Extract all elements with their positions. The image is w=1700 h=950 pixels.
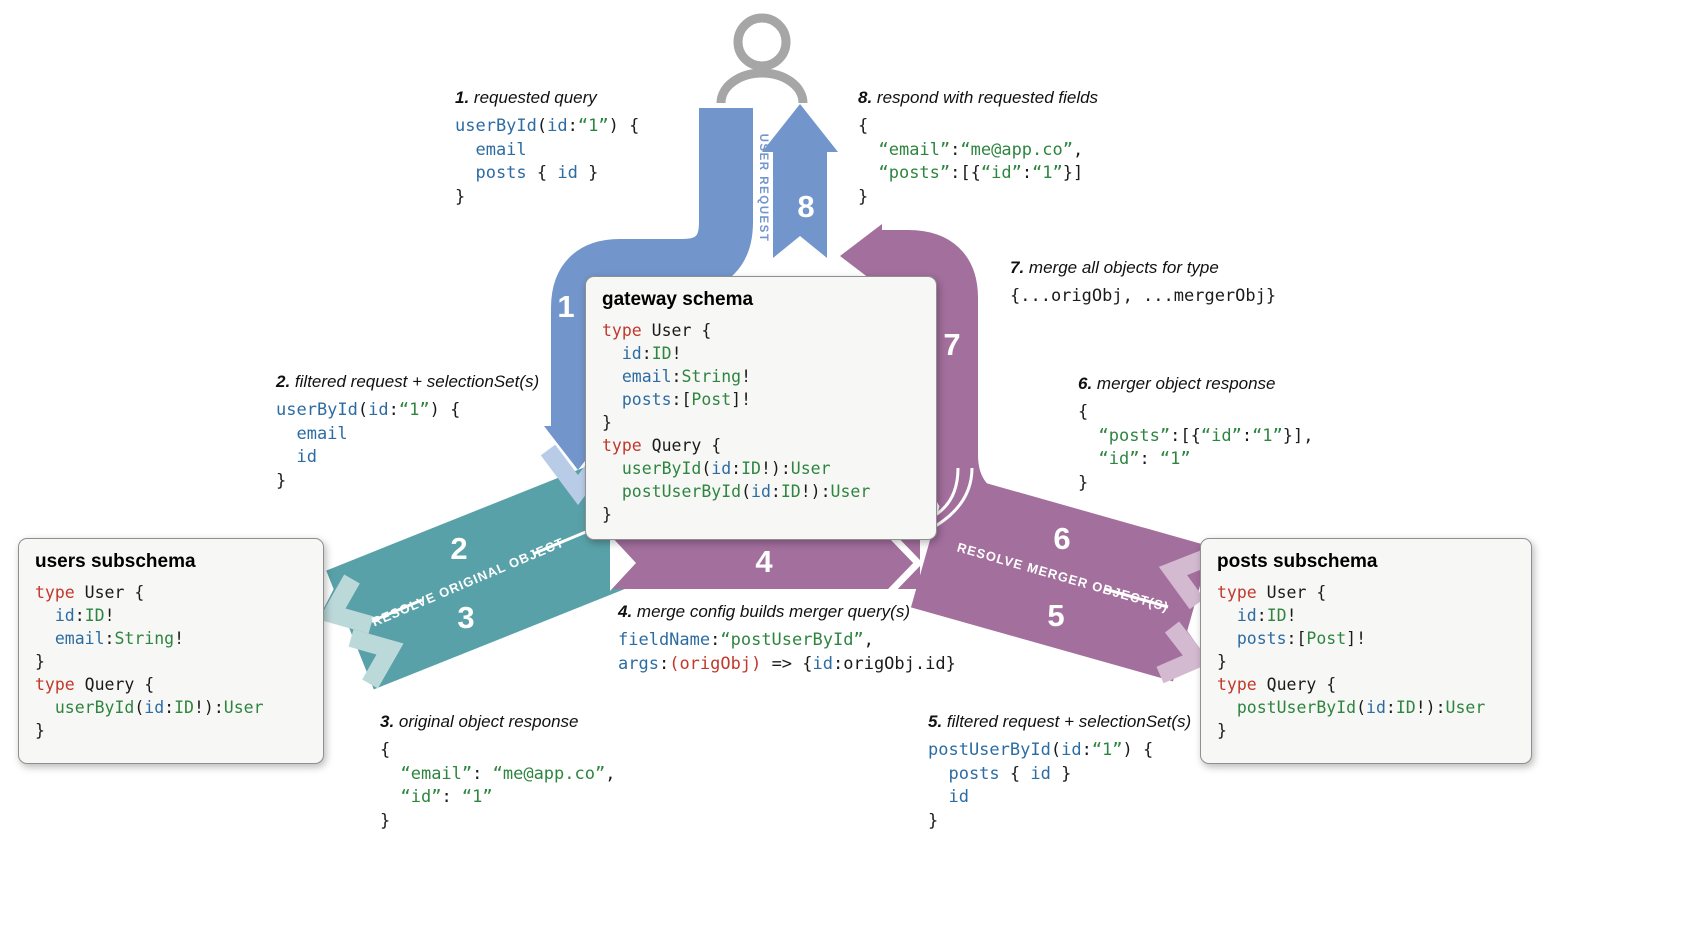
merger-lane-divider-3 bbox=[1104, 587, 1169, 609]
arrow-4-tail-notch bbox=[610, 535, 636, 591]
users-subschema-box: users subschema type User { id:ID! email… bbox=[18, 538, 324, 764]
annotation-8-label: respond with requested fields bbox=[876, 88, 1099, 107]
arrow-7-head bbox=[840, 224, 882, 288]
annotation-7-title: 7. merge all objects for type bbox=[1010, 258, 1276, 278]
annotation-5-number: 5. bbox=[928, 712, 943, 731]
users-subschema-title: users subschema bbox=[35, 551, 196, 572]
annotation-2-number: 2. bbox=[276, 372, 291, 391]
annotation-3-label: original object response bbox=[398, 712, 579, 731]
step-number-7: 7 bbox=[943, 327, 961, 362]
annotation-8-respond: 8. respond with requested fields { “emai… bbox=[858, 88, 1098, 209]
annotation-2-title: 2. filtered request + selectionSet(s) bbox=[276, 372, 539, 392]
annotation-2-code: userById(id:“1”) { email id} bbox=[276, 400, 461, 491]
arrow-8-band bbox=[773, 150, 827, 258]
posts-subschema-code: type User { id:ID! posts:[Post]!}type Qu… bbox=[1217, 583, 1486, 740]
annotation-3-code: { “email”: “me@app.co”, “id”: “1”} bbox=[380, 740, 616, 831]
arrow-4-head-gap bbox=[887, 531, 923, 595]
annotation-6-label: merger object response bbox=[1096, 374, 1276, 393]
user-icon-shoulders bbox=[716, 68, 808, 104]
annotation-4-label: merge config builds merger query(s) bbox=[636, 602, 910, 621]
user-request-label: USER REQUEST bbox=[757, 133, 769, 243]
arrow-2-end-chevron bbox=[318, 574, 374, 634]
resolve-merger-band bbox=[610, 224, 1215, 684]
arrow-8-head bbox=[762, 104, 838, 152]
arrow-6-tail-chevron bbox=[1158, 547, 1215, 610]
annotation-5-label: filtered request + selectionSet(s) bbox=[946, 712, 1192, 731]
users-subschema-code: type User { id:ID! email:String!}type Qu… bbox=[35, 583, 264, 740]
annotation-1-label: requested query bbox=[473, 88, 597, 107]
step-number-3: 3 bbox=[457, 600, 475, 635]
user-icon-head bbox=[733, 13, 791, 71]
annotation-3-original-response: 3. original object response { “email”: “… bbox=[380, 712, 615, 833]
annotation-4-merge-config: 4. merge config builds merger query(s) f… bbox=[618, 602, 956, 676]
annotation-4-code: fieldName:“postUserById”,args:(origObj) … bbox=[618, 630, 956, 674]
user-icon bbox=[716, 13, 808, 104]
posts-subschema-box: posts subschema type User { id:ID! posts… bbox=[1200, 538, 1532, 764]
annotation-6-merger-response: 6. merger object response { “posts”:[{“i… bbox=[1078, 374, 1314, 495]
arrow-5-end-chevron bbox=[1156, 621, 1212, 684]
arrow-6-7-band bbox=[880, 230, 1204, 603]
annotation-7-code: {...origObj, ...mergerObj} bbox=[1010, 286, 1277, 306]
gateway-schema-title: gateway schema bbox=[602, 289, 754, 310]
posts-subschema-title: posts subschema bbox=[1217, 551, 1378, 572]
step-number-2: 2 bbox=[450, 531, 468, 566]
step-number-5: 5 bbox=[1047, 598, 1065, 633]
step-number-6: 6 bbox=[1053, 521, 1071, 556]
gateway-schema-box: gateway schema type User { id:ID! email:… bbox=[585, 276, 937, 540]
annotation-8-code: { “email”:“me@app.co”, “posts”:[{“id”:“1… bbox=[858, 116, 1084, 207]
annotation-3-number: 3. bbox=[380, 712, 395, 731]
step-number-4: 4 bbox=[755, 544, 773, 579]
annotation-7-merge-all: 7. merge all objects for type {...origOb… bbox=[1010, 258, 1276, 309]
annotation-2-filtered-request: 2. filtered request + selectionSet(s) us… bbox=[276, 372, 539, 493]
annotation-2-label: filtered request + selectionSet(s) bbox=[294, 372, 540, 391]
annotation-8-title: 8. respond with requested fields bbox=[858, 88, 1098, 108]
annotation-6-number: 6. bbox=[1078, 374, 1093, 393]
annotation-6-title: 6. merger object response bbox=[1078, 374, 1314, 394]
annotation-3-title: 3. original object response bbox=[380, 712, 615, 732]
gateway-schema-code: type User { id:ID! email:String! posts:[… bbox=[602, 321, 871, 524]
annotation-1-requested-query: 1. requested query userById(id:“1”) { em… bbox=[455, 88, 639, 209]
annotation-1-number: 1. bbox=[455, 88, 470, 107]
annotation-5-code: postUserById(id:“1”) { posts { id } id} bbox=[928, 740, 1154, 831]
arrow-1-band bbox=[551, 108, 753, 430]
annotation-8-number: 8. bbox=[858, 88, 873, 107]
step-number-1: 1 bbox=[557, 289, 575, 324]
annotation-1-code: userById(id:“1”) { email posts { id }} bbox=[455, 116, 640, 207]
annotation-7-label: merge all objects for type bbox=[1028, 258, 1219, 277]
annotation-6-code: { “posts”:[{“id”:“1”}], “id”: “1”} bbox=[1078, 402, 1314, 493]
annotation-1-title: 1. requested query bbox=[455, 88, 639, 108]
step-number-8: 8 bbox=[797, 189, 815, 224]
annotation-4-number: 4. bbox=[618, 602, 633, 621]
annotation-7-number: 7. bbox=[1010, 258, 1025, 277]
arrow-5-band bbox=[923, 552, 1171, 669]
annotation-5-filtered-request: 5. filtered request + selectionSet(s) po… bbox=[928, 712, 1191, 833]
annotation-4-title: 4. merge config builds merger query(s) bbox=[618, 602, 956, 622]
arrow-3-tail-chevron bbox=[348, 629, 404, 689]
annotation-5-title: 5. filtered request + selectionSet(s) bbox=[928, 712, 1191, 732]
